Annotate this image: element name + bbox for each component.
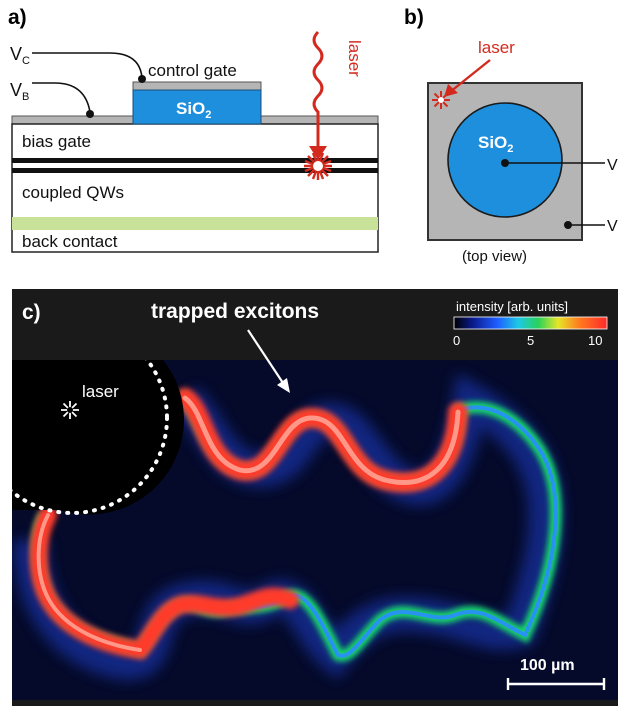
vc-wire [32,52,143,79]
colorbar [453,316,608,330]
annotation-arrowhead [277,378,290,393]
control-gate-label: control gate [148,61,237,80]
panel-b-label: b) [404,6,424,29]
trapped-excitons-label: trapped excitons [151,300,319,323]
top-view-caption: (top view) [462,248,527,265]
colorbar-tick-5: 5 [527,333,534,348]
panel-b: b) SiO2 VC VB laser (top view) [404,6,618,265]
exciton-ring-core-top [182,395,461,485]
annotation-arrow-line [247,329,284,384]
vc-label: VC [10,44,30,67]
panel-a: a) SiO2 VC VB control gate laser [8,6,379,253]
vb-label-b: VB [607,218,618,238]
panel-a-label: a) [8,6,27,29]
laser-spot-icon-a [304,152,332,180]
vb-contact-dot [86,110,94,118]
scale-bar-label: 100 µm [520,657,575,674]
panel-c-label: c) [22,301,41,324]
laser-pointer-b [449,59,491,93]
back-contact-label: back contact [22,232,118,251]
vc-label-b: VC [607,157,618,177]
laser-label-b: laser [478,38,515,57]
vc-contact-dot [138,75,146,83]
left-margin [0,289,12,706]
colorbar-title: intensity [arb. units] [456,299,568,314]
laser-spot-boundary [0,321,169,515]
vb-wire [32,82,91,113]
coupled-qws-label: coupled QWs [22,183,124,202]
colorbar-tick-10: 10 [588,333,602,348]
back-contact-layer [12,217,378,230]
sio2-label: SiO2 [176,99,211,121]
quantum-well-lower [12,168,378,173]
laser-spot-icon-b [432,91,450,109]
laser-label-c: laser [82,382,119,401]
laser-excitation-region [12,360,184,515]
laser-beam-wave [312,30,324,150]
bias-gate-label: bias gate [22,132,91,151]
vb-contact-dot-b [564,221,572,229]
control-gate-electrode [132,81,262,91]
vc-contact-dot-b [501,159,509,167]
laser-label-a: laser [345,40,364,77]
exciton-ring-core-bottom [36,513,142,652]
colorbar-tick-0: 0 [453,333,460,348]
sio2-label-b: SiO2 [478,133,513,155]
vb-label: VB [10,80,29,103]
laser-spot-icon-c [61,401,79,419]
quantum-well-upper [12,158,378,163]
panel-c: c) trapped excitons laser intensity [arb… [0,289,618,706]
sio2-layer [132,89,262,125]
